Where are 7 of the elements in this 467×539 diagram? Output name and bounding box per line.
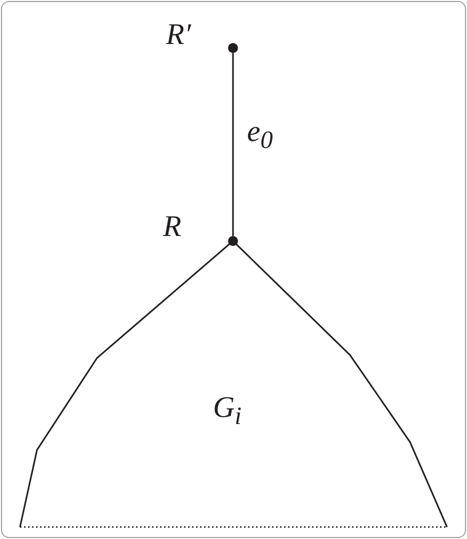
edge-label: e$_{0}$ <box>247 116 273 152</box>
vertex-label: R <box>163 212 182 242</box>
region-label: G$_{i}$ <box>213 393 242 429</box>
vertex-dot <box>228 236 238 246</box>
edge-line <box>232 53 234 236</box>
vertex-label: R′ <box>166 20 191 50</box>
vertex-dot <box>228 43 238 53</box>
